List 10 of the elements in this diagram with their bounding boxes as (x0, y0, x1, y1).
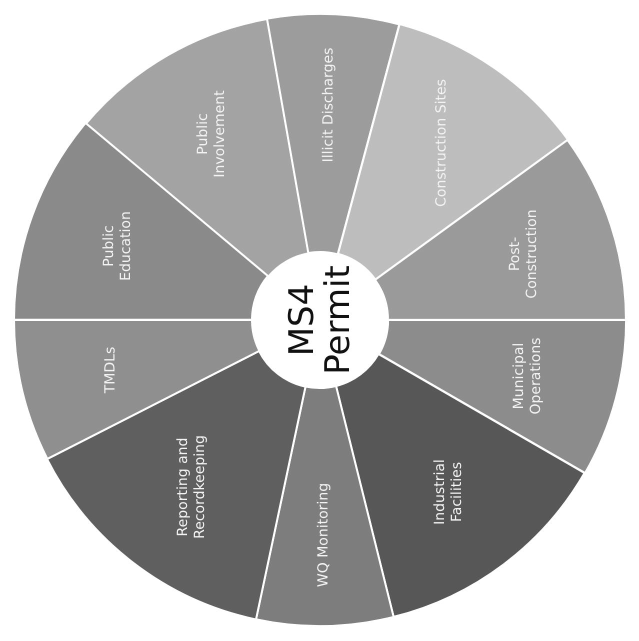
segment-label: Reporting and Recordkeeping (175, 434, 210, 540)
segment-label: Illicit Discharges (320, 46, 338, 165)
segment-label: Public Education (100, 210, 135, 284)
segment-label: Industrial Facilities (432, 458, 466, 527)
segment-label: WQ Monitoring (315, 482, 332, 590)
segment-label: Post-Construction (507, 208, 542, 300)
segment-label: Municipal Operations (510, 336, 545, 416)
segment-label: Public Involvement (195, 89, 230, 180)
segment-label: TMDLs (102, 346, 120, 396)
hub-title: MS4 Permit (284, 264, 356, 377)
